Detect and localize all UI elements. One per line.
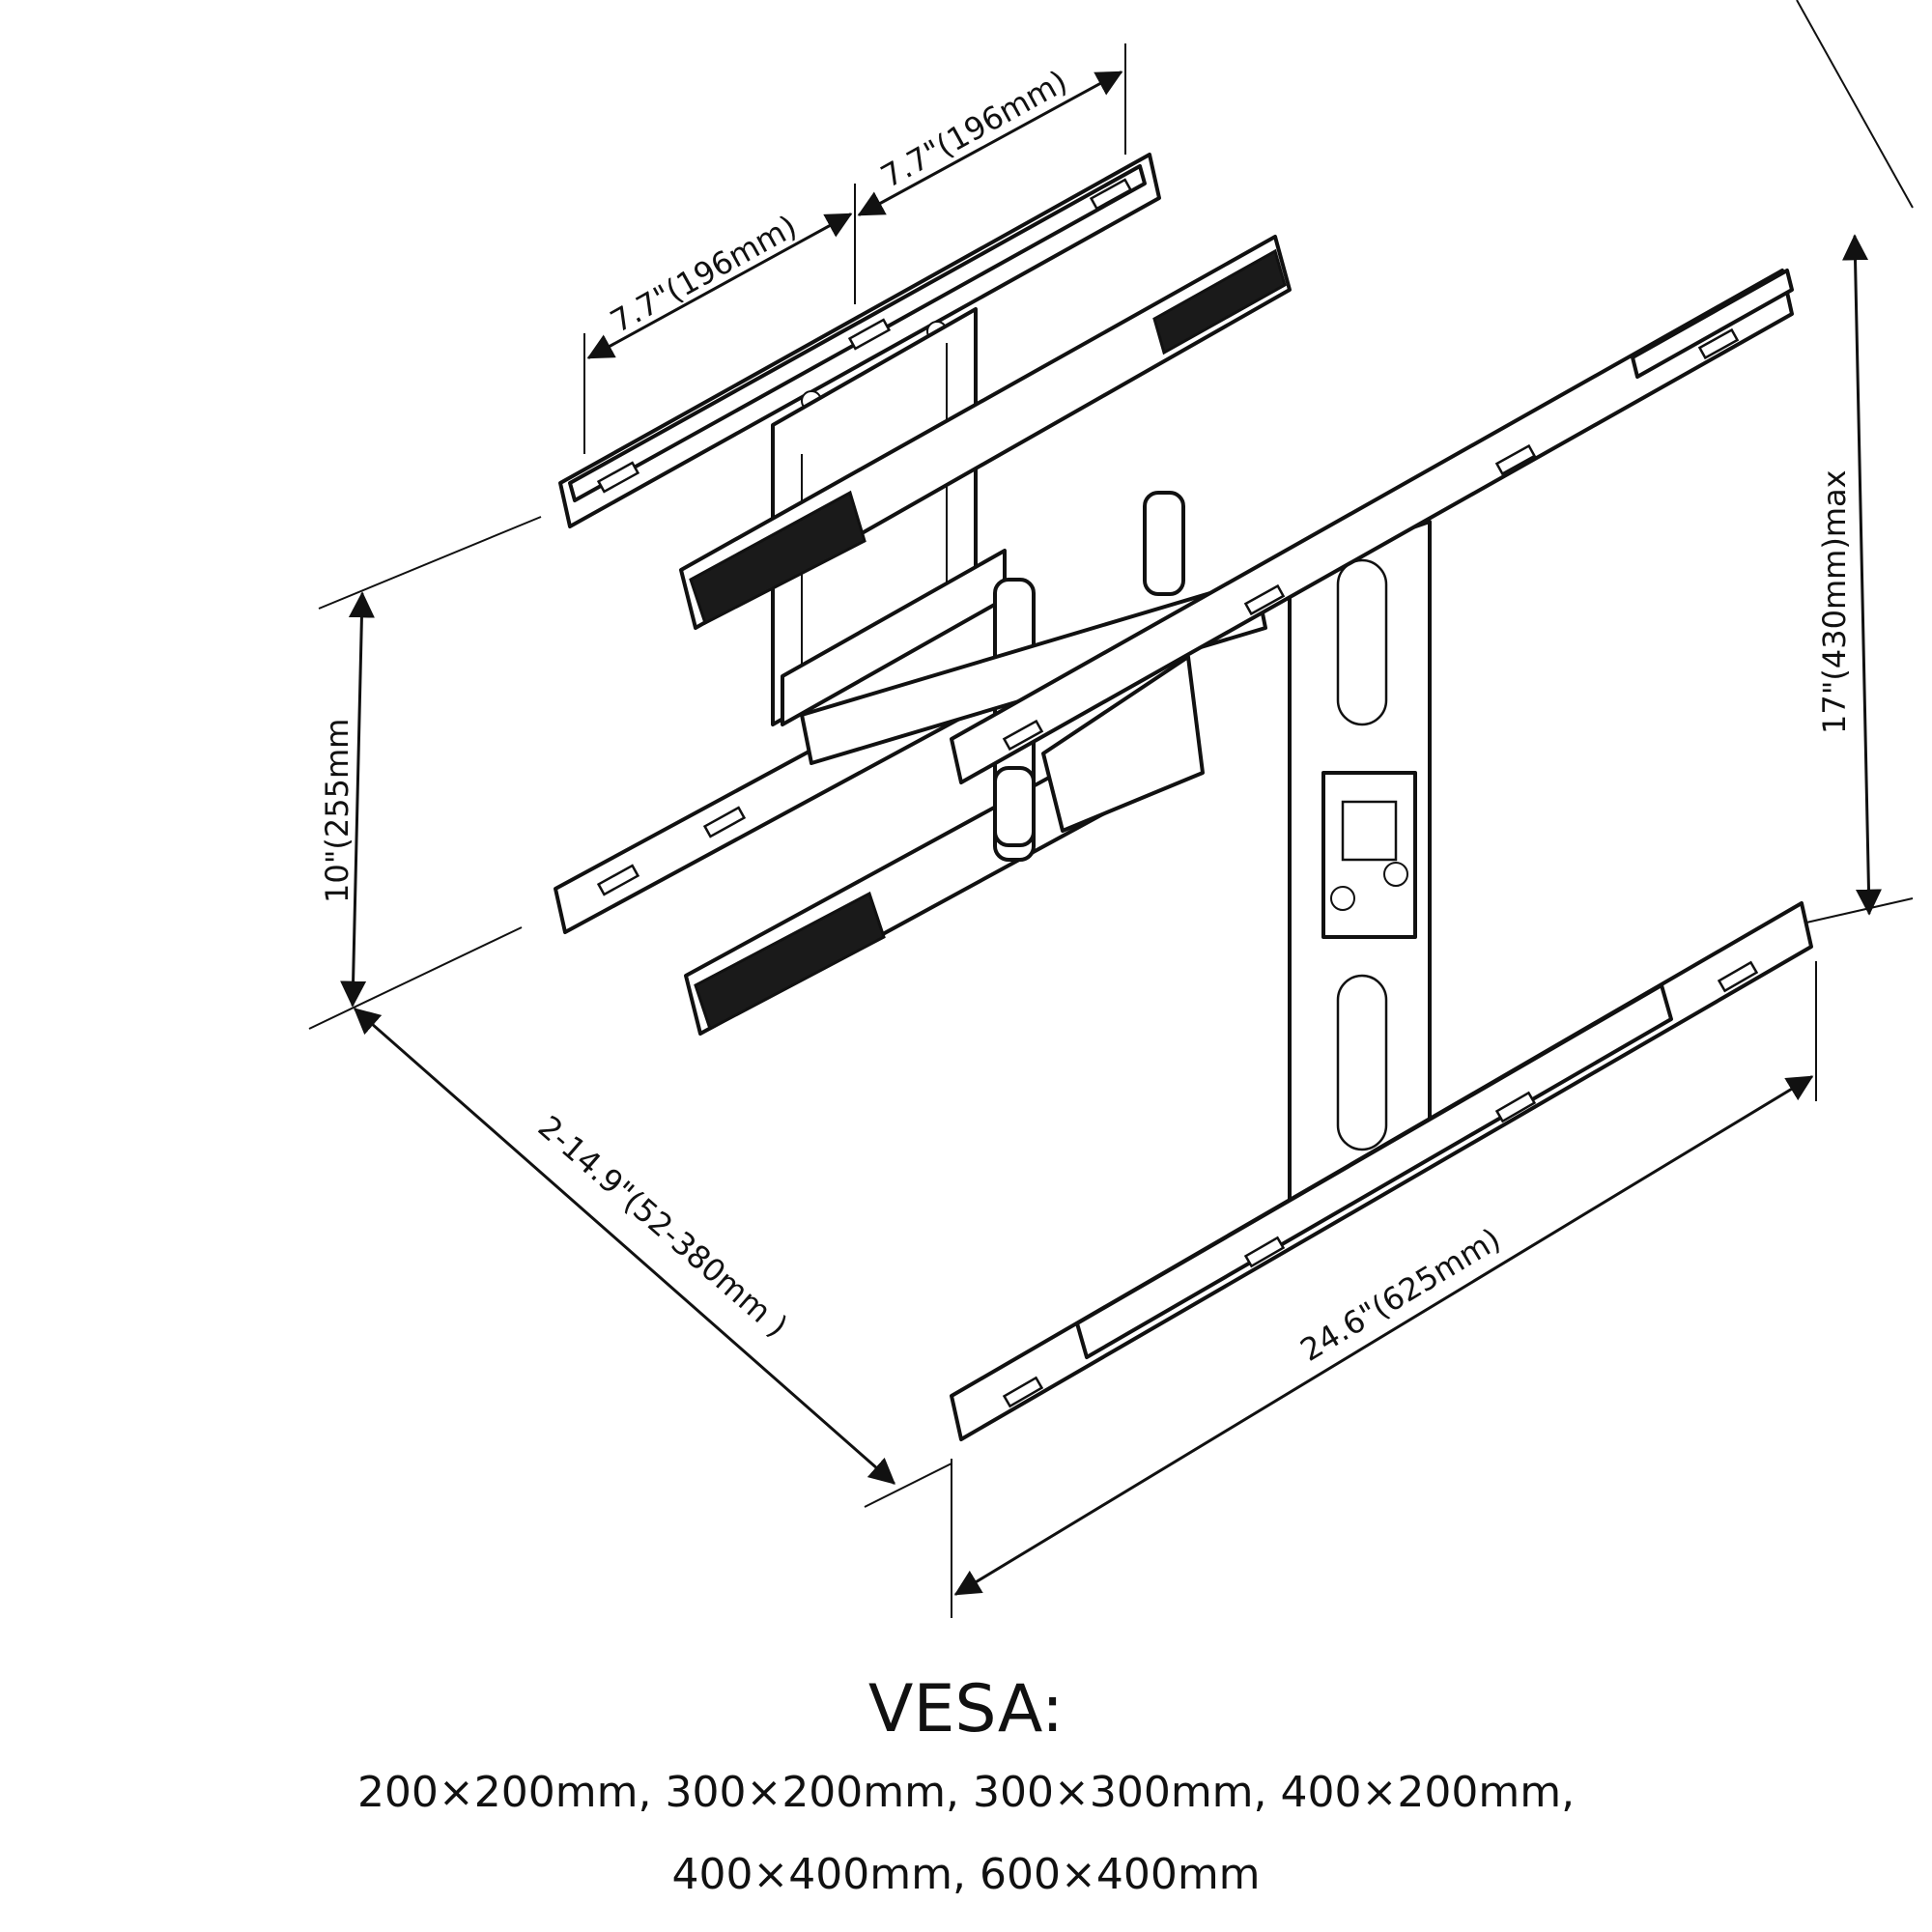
upper-arm — [679, 235, 1292, 630]
arm-height-label: 10"(255mm — [319, 719, 355, 903]
vesa-title: VESA: — [867, 1671, 1065, 1747]
bracket-height-label: 17"(430mm)max — [1816, 469, 1853, 734]
vesa-sizes-line-2: 400×400mm, 600×400mm — [671, 1850, 1261, 1899]
bracket-height-dimension: 17"(430mm)max — [1796, 0, 1914, 923]
vesa-sizes-line-1: 200×200mm, 300×200mm, 300×300mm, 400×200… — [356, 1768, 1576, 1817]
tv-vertical-bracket — [1288, 520, 1432, 1219]
extension-label: 2-14.9"(52-380mm ) — [531, 1108, 795, 1344]
arm-height-dimension: 10"(255mm — [308, 516, 542, 1030]
upper-span-label-2: 7.7"(196mm) — [874, 63, 1073, 195]
extension-dimension: 2-14.9"(52-380mm ) — [353, 1008, 952, 1508]
tv-top-rail — [950, 269, 1794, 784]
upper-span-label-1: 7.7"(196mm) — [604, 208, 803, 340]
bracket-width-label: 24.6"(625mm) — [1294, 1221, 1507, 1369]
